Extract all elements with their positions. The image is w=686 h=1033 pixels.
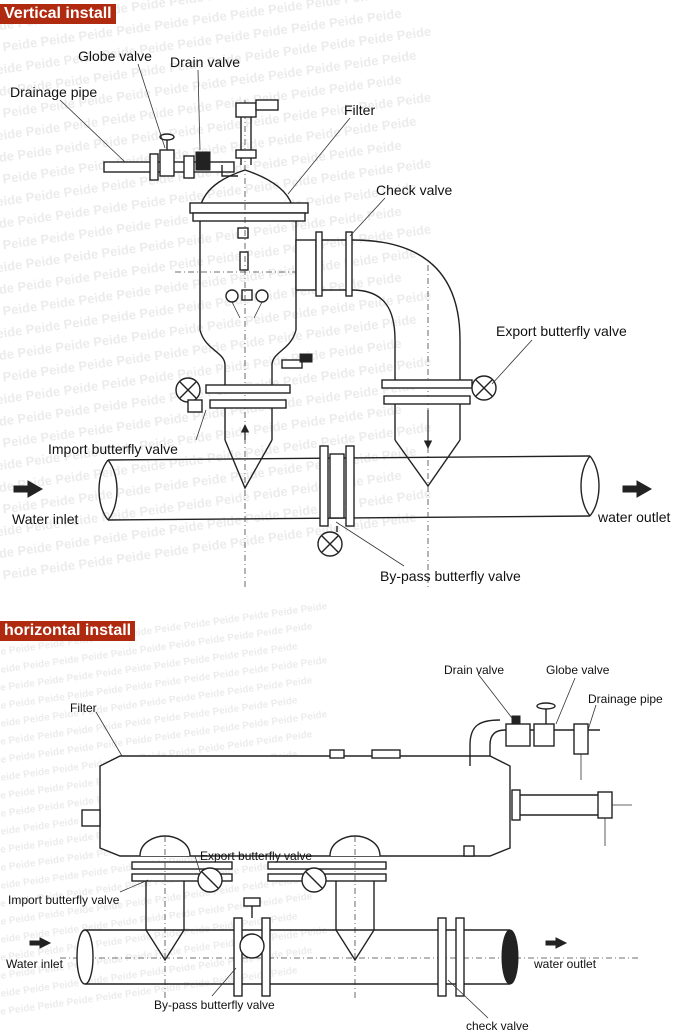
- vertical-labels: Globe valve Drain valve Drainage pipe Fi…: [10, 48, 670, 584]
- check-valve-elbow-vertical: [295, 231, 497, 590]
- label-drain-valve: Drain valve: [170, 54, 240, 70]
- section-title-horizontal-install: horizontal install: [0, 621, 136, 641]
- label-export-butterfly-valve: Export butterfly valve: [496, 323, 627, 339]
- branches-horizontal: [60, 835, 640, 1000]
- label-globe-valve: Globe valve: [78, 48, 152, 64]
- check-valve-horizontal: [437, 917, 465, 997]
- label-bypass-butterfly-valve: By-pass butterfly valve: [380, 568, 521, 584]
- flow-arrows-vertical: [13, 480, 653, 498]
- filter-body-vertical: [175, 99, 313, 590]
- label-filter: Filter: [344, 102, 375, 118]
- label-filter: Filter: [70, 701, 97, 715]
- section-title-vertical-install: Vertical install: [0, 4, 116, 24]
- vertical-install-drawing: Globe valve Drain valve Drainage pipe Fi…: [10, 48, 670, 590]
- horizontal-labels: Drain valve Globe valve Drainage pipe Fi…: [6, 663, 663, 1033]
- label-import-butterfly-valve: Import butterfly valve: [48, 441, 178, 457]
- label-drain-valve: Drain valve: [444, 663, 504, 677]
- bypass-valve-vertical: [317, 445, 355, 557]
- drain-piping-horizontal: [469, 702, 600, 780]
- label-export-butterfly-valve: Export butterfly valve: [200, 849, 312, 863]
- bypass-valve-horizontal: [233, 897, 271, 997]
- leader-lines-vertical: [59, 63, 533, 567]
- label-water-outlet: water outlet: [533, 957, 597, 971]
- label-drainage-pipe: Drainage pipe: [10, 84, 97, 100]
- flow-arrows-horizontal: [29, 937, 568, 949]
- label-drainage-pipe: Drainage pipe: [588, 692, 663, 706]
- horizontal-install-drawing: Drain valve Globe valve Drainage pipe Fi…: [6, 663, 663, 1033]
- label-water-outlet: water outlet: [597, 509, 670, 525]
- label-water-inlet: Water inlet: [12, 511, 79, 527]
- leader-lines-horizontal: [95, 673, 597, 1019]
- label-water-inlet: Water inlet: [6, 957, 64, 971]
- label-globe-valve: Globe valve: [546, 663, 610, 677]
- label-check-valve: Check valve: [376, 182, 452, 198]
- filter-body-horizontal: [81, 749, 632, 857]
- label-bypass-butterfly-valve: By-pass butterfly valve: [154, 998, 275, 1012]
- label-check-valve: check valve: [466, 1019, 529, 1033]
- drain-piping-vertical: [103, 133, 238, 181]
- label-import-butterfly-valve: Import butterfly valve: [8, 893, 120, 907]
